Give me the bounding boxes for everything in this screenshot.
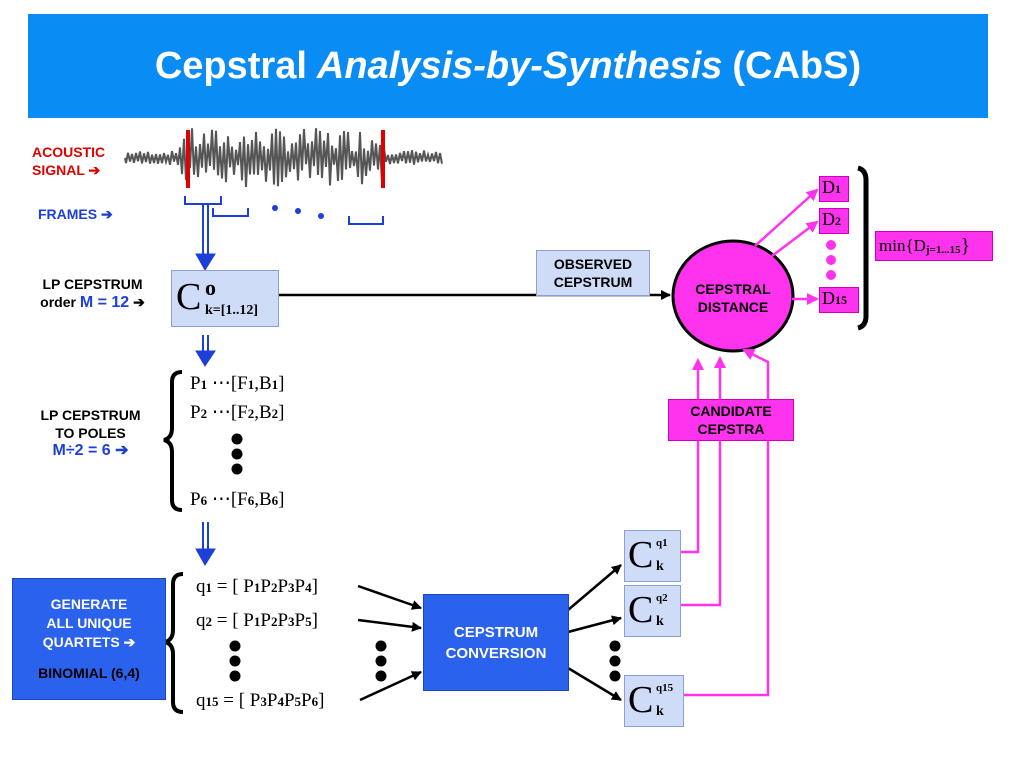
acoustic-waveform bbox=[124, 128, 443, 188]
cepstral-distance-label: CEPSTRAL DISTANCE bbox=[695, 281, 771, 315]
candidate-cepstrum-q2: C q2 k bbox=[624, 585, 681, 637]
quartet-row: q1 = [ P1P2P3P4] bbox=[196, 576, 318, 597]
candidate-cepstra-label: CANDIDATE CEPSTRA bbox=[668, 399, 794, 441]
generate-quartets-box: GENERATE ALL UNIQUE QUARTETS ➔ BINOMIAL … bbox=[12, 578, 166, 700]
d-dots bbox=[826, 240, 836, 280]
quartets-brace bbox=[164, 572, 184, 714]
quartet-row: q15 = [ P3P4P5P6] bbox=[196, 690, 325, 711]
conversion-output-arrows bbox=[567, 564, 622, 702]
poles-brace bbox=[163, 370, 183, 512]
cepstrum-to-poles-label: LP CEPSTRUM TO POLES M÷2 = 6 ➔ bbox=[40, 407, 141, 459]
cepstrum-conversion-box: CEPSTRUM CONVERSION bbox=[423, 594, 569, 691]
candidate-cepstrum-q15: C q15 k bbox=[624, 675, 684, 727]
candidate-cepstrum-q1: C q1 k bbox=[624, 530, 681, 582]
pole-row: P1 ⋯[F1,B1] bbox=[190, 373, 285, 394]
lp-cepstrum-label: LP CEPSTRUM order M = 12 ➔ bbox=[40, 276, 145, 311]
distance-d15: D15 bbox=[819, 287, 859, 313]
acoustic-signal-label: ACOUSTIC SIGNAL ➔ bbox=[32, 144, 106, 178]
d-bracket bbox=[857, 165, 869, 331]
observed-cepstrum-coefficients: C o k=[1..12] bbox=[171, 270, 279, 327]
frames-label: FRAMES ➔ bbox=[38, 206, 113, 222]
ellipsis-dots bbox=[229, 433, 621, 682]
pole-row: P6 ⋯[F6,B6] bbox=[190, 489, 285, 510]
pole-row: P2 ⋯[F2,B2] bbox=[190, 402, 285, 423]
distance-d1: D1 bbox=[819, 176, 849, 202]
blue-flow-arrows bbox=[195, 204, 216, 566]
distance-output-arrows bbox=[754, 188, 819, 305]
cepstral-distance-node bbox=[671, 239, 795, 353]
observed-cepstrum-label: OBSERVED CEPSTRUM bbox=[536, 250, 650, 296]
title-bar bbox=[28, 14, 988, 118]
quartet-row: q2 = [ P1P2P3P5] bbox=[196, 610, 318, 631]
frame-dots bbox=[272, 205, 324, 219]
distance-d2: D2 bbox=[819, 208, 849, 234]
frame-brackets bbox=[184, 196, 384, 225]
quartet-arrows bbox=[357, 584, 422, 702]
